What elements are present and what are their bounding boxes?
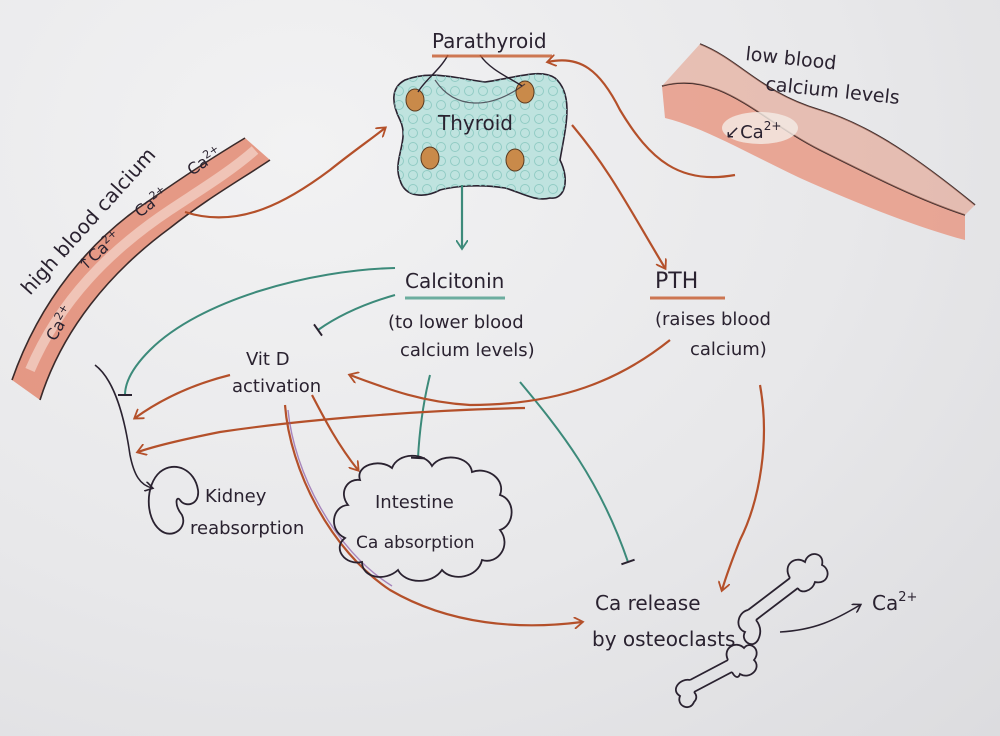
bone-icon	[737, 553, 829, 645]
arrow-pth-to-kidney	[138, 406, 526, 452]
calcitonin-desc-line2: calcium levels)	[400, 340, 535, 361]
kidney-icon	[147, 466, 199, 535]
parathyroid-nodule	[405, 88, 425, 112]
intestine-label-line2: Ca absorption	[356, 533, 475, 553]
thyroid-label: Thyroid	[437, 111, 513, 135]
low-calcium-vessel	[661, 43, 976, 240]
thyroid-gland	[393, 54, 568, 200]
intestine-label-line1: Intestine	[375, 492, 454, 513]
low-vessel-ion: ↙Ca2+	[725, 119, 781, 143]
kidney-label-line2: reabsorption	[190, 518, 304, 539]
parathyroid-nodule	[505, 148, 525, 172]
inhibit-calcitonin-to-kidney	[117, 267, 396, 397]
pth-label: PTH	[655, 269, 698, 294]
arrow-pth-to-vitd	[350, 339, 671, 407]
inhibit-calcitonin-to-vitd	[313, 294, 396, 337]
arrow-vitd-to-intestine	[311, 394, 358, 470]
arrow-parathyroid-to-pth	[571, 124, 665, 268]
arrow-pth-to-osteoclasts	[722, 384, 765, 590]
kidney-label-line1: Kidney	[205, 486, 267, 507]
release-label-line2: by osteoclasts	[592, 627, 735, 651]
bone-icon	[675, 643, 758, 709]
arrow-vitd-to-kidney	[135, 373, 231, 418]
low-calcium-label-line1: low blood	[744, 43, 837, 74]
pth-desc-line2: calcium)	[690, 339, 767, 360]
parathyroid-label: Parathyroid	[432, 29, 547, 53]
arrow-vessel-to-kidney	[94, 364, 152, 488]
parathyroid-nodule	[420, 146, 440, 170]
arrow-low-calcium-to-parathyroid	[548, 60, 736, 179]
intestine-outline	[333, 454, 513, 582]
arrow-vitd-to-osteoclasts	[283, 404, 582, 625]
arrow-high-calcium-to-thyroid	[184, 128, 385, 219]
inhibit-calcitonin-to-osteoclasts	[519, 381, 635, 566]
calcitonin-desc-line1: (to lower blood	[388, 312, 524, 333]
vitd-label-line1: Vit D	[246, 349, 290, 370]
calcitonin-label: Calcitonin	[405, 269, 504, 293]
arrow-osteoclasts-to-ca	[779, 605, 860, 633]
high-calcium-vessel	[11, 137, 271, 401]
inhibit-calcitonin-to-intestine	[410, 374, 431, 460]
pth-desc-line1: (raises blood	[655, 309, 771, 330]
release-label-line1: Ca release	[595, 591, 701, 615]
released-ion-label: Ca2+	[872, 590, 917, 615]
vitd-label-line2: activation	[232, 376, 321, 397]
